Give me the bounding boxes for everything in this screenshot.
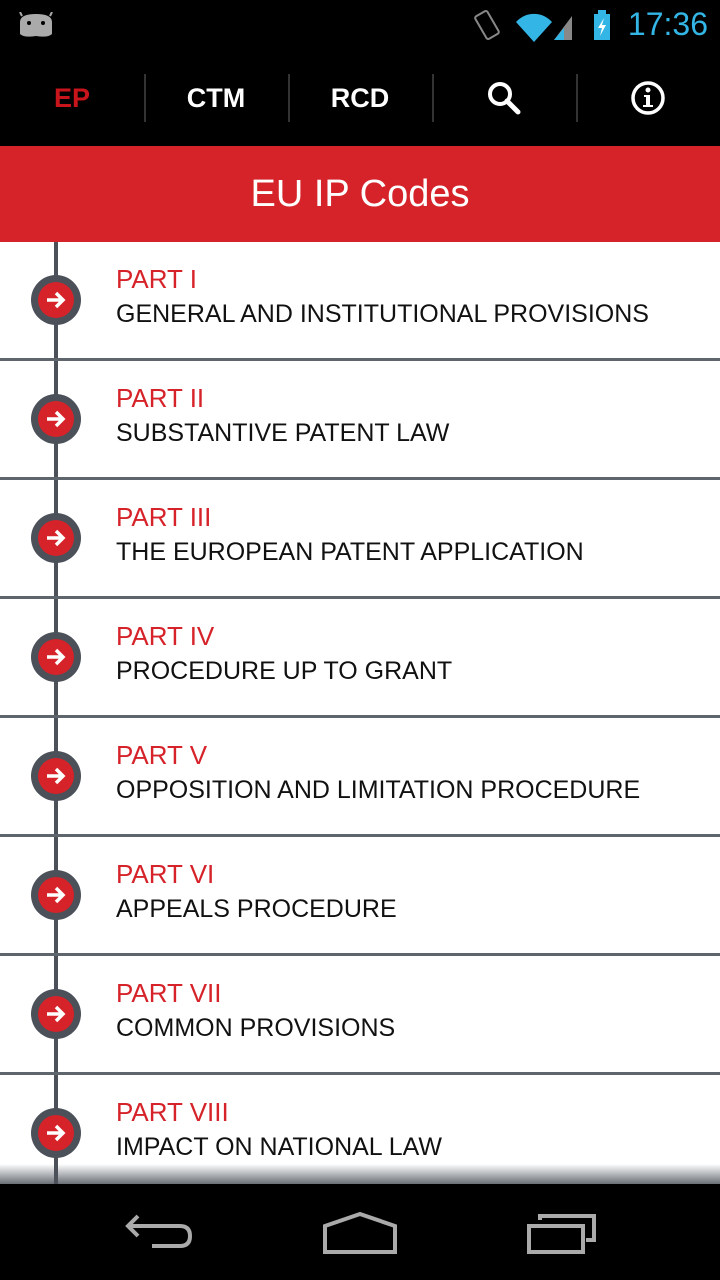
clock: 17:36	[627, 6, 708, 42]
page-title: EU IP Codes	[0, 146, 720, 242]
back-icon[interactable]	[124, 1212, 196, 1256]
list-item[interactable]: PART I GENERAL AND INSTITUTIONAL PROVISI…	[0, 242, 720, 361]
part-number: PART VII	[116, 978, 222, 1008]
scroll-fade	[0, 1164, 720, 1184]
home-icon[interactable]	[322, 1212, 398, 1256]
status-icons	[474, 9, 610, 42]
part-title: THE EUROPEAN PATENT APPLICATION	[116, 538, 584, 566]
search-button[interactable]	[432, 50, 576, 146]
list-item[interactable]: PART III THE EUROPEAN PATENT APPLICATION	[0, 480, 720, 599]
info-icon	[631, 81, 665, 115]
tab-ctm[interactable]: CTM	[144, 50, 288, 146]
list-item[interactable]: PART II SUBSTANTIVE PATENT LAW	[0, 361, 720, 480]
part-number: PART V	[116, 740, 208, 770]
tab-bar: EP CTM RCD	[0, 50, 720, 146]
part-title: GENERAL AND INSTITUTIONAL PROVISIONS	[116, 300, 649, 328]
part-title: SUBSTANTIVE PATENT LAW	[116, 419, 450, 447]
part-number: PART IV	[116, 621, 215, 651]
timeline-line	[54, 242, 58, 1184]
list-item[interactable]: PART VII COMMON PROVISIONS	[0, 956, 720, 1075]
part-title: IMPACT ON NATIONAL LAW	[116, 1133, 442, 1161]
part-number: PART VIII	[116, 1097, 229, 1127]
arrow-circle-icon	[31, 632, 81, 682]
part-number: PART VI	[116, 859, 215, 889]
arrow-circle-icon	[31, 870, 81, 920]
navigation-bar	[0, 1184, 720, 1280]
list-item[interactable]: PART VIII IMPACT ON NATIONAL LAW	[0, 1075, 720, 1184]
tab-rcd[interactable]: RCD	[288, 50, 432, 146]
arrow-circle-icon	[31, 275, 81, 325]
search-icon	[488, 82, 521, 115]
part-number: PART III	[116, 502, 212, 532]
list-item[interactable]: PART IV PROCEDURE UP TO GRANT	[0, 599, 720, 718]
parts-list: PART I GENERAL AND INSTITUTIONAL PROVISI…	[0, 242, 720, 1184]
part-title: COMMON PROVISIONS	[116, 1014, 396, 1042]
android-debug-icon	[19, 12, 53, 37]
arrow-circle-icon	[31, 513, 81, 563]
info-button[interactable]	[576, 50, 720, 146]
recents-icon[interactable]	[526, 1212, 598, 1256]
list-item[interactable]: PART V OPPOSITION AND LIMITATION PROCEDU…	[0, 718, 720, 837]
tab-ep[interactable]: EP	[53, 82, 91, 113]
status-bar: 17:36	[0, 0, 720, 50]
wifi-icon	[516, 13, 552, 42]
battery-charging-icon	[594, 10, 610, 40]
part-title: OPPOSITION AND LIMITATION PROCEDURE	[116, 776, 641, 804]
arrow-circle-icon	[31, 394, 81, 444]
part-title: APPEALS PROCEDURE	[116, 895, 397, 923]
list-item[interactable]: PART VI APPEALS PROCEDURE	[0, 837, 720, 956]
vibrate-icon	[474, 9, 500, 41]
part-number: PART II	[116, 383, 205, 413]
arrow-circle-icon	[31, 989, 81, 1039]
part-title: PROCEDURE UP TO GRANT	[116, 657, 453, 685]
part-number: PART I	[116, 264, 197, 294]
arrow-circle-icon	[31, 1108, 81, 1158]
arrow-circle-icon	[31, 751, 81, 801]
signal-icon	[554, 16, 572, 40]
